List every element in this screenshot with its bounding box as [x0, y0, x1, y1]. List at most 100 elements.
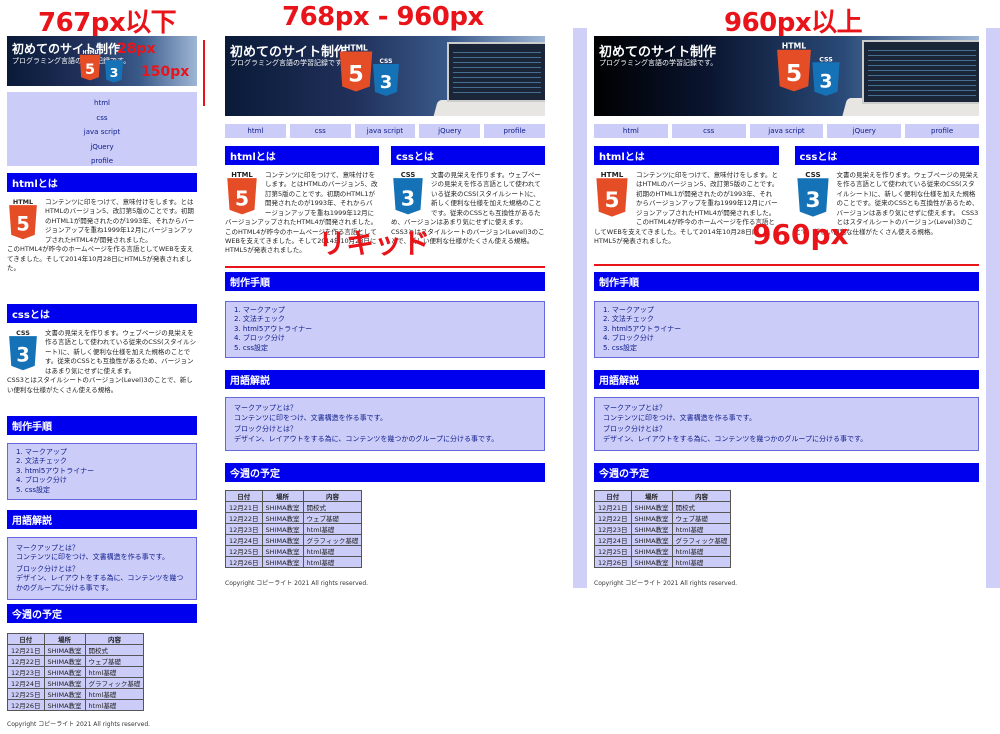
- nav-item-css[interactable]: css: [96, 113, 108, 122]
- steps-heading: 制作手順: [594, 272, 979, 291]
- css-section: cssとは CSS 3 文書の見栄えを作ります。ウェブページの見栄えを作る言語と…: [7, 304, 197, 395]
- steps-section: 制作手順 1. マークアップ 2. 文法チェック 3. html5アウトライナー…: [7, 416, 197, 501]
- nav-item-jquery[interactable]: jQuery: [419, 124, 481, 138]
- step-item: 1. マークアップ: [603, 306, 654, 314]
- step-item: 5. css設定: [16, 485, 51, 494]
- step-item: 5. css設定: [603, 343, 638, 352]
- intro-row: htmlとは HTML 5 コンテンツに印をつけて、意味付けをします。とはHTM…: [594, 146, 979, 264]
- css3-logo-icon: CSS 3: [812, 56, 840, 96]
- svg-text:5: 5: [16, 213, 29, 236]
- medium-layout: 初めてのサイト制作 プログラミング言語の学習記録です。 HTML 5 CSS 3…: [225, 36, 545, 587]
- col-content: 内容: [84, 633, 145, 645]
- html-text-1: コンテンツに印をつけて、意味付けをします。とはHTMLのバージョン5、改訂第5版…: [45, 198, 195, 244]
- step-item: 1. マークアップ: [234, 306, 285, 314]
- glossary-term: ブロック分けとは？: [603, 425, 666, 434]
- html-text-2: このHTML4が昨今のホームページを作る言語としてWEBを支えてきました。そして…: [594, 218, 775, 245]
- glossary-box: マークアップとは？ コンテンツに印をつけ、文書構造を作る事です。 ブロック分けと…: [225, 397, 545, 451]
- nav-item-profile[interactable]: profile: [905, 124, 979, 138]
- html5-icon: HTML 5: [227, 171, 257, 215]
- nav-item-profile[interactable]: profile: [484, 124, 545, 138]
- breakpoint-medium-label: 768px - 960px: [282, 2, 484, 32]
- glossary-def: コンテンツに印をつけ、文書構造を作る事です。: [16, 553, 169, 562]
- nav-item-jquery[interactable]: jQuery: [90, 142, 114, 151]
- copyright: Copyright コピーライト 2021 All rights reserve…: [594, 579, 738, 587]
- html5-logo-icon: HTML 5: [339, 44, 373, 92]
- site-header: 初めてのサイト制作 プログラミング言語の学習記録です。 HTML 5 CSS 3: [225, 36, 545, 116]
- nav-item-html[interactable]: html: [594, 124, 668, 138]
- page-margin-left: [573, 28, 587, 588]
- svg-text:CSS: CSS: [401, 171, 416, 179]
- glossary-term: マークアップとは？: [234, 404, 297, 413]
- svg-text:HTML: HTML: [782, 42, 807, 51]
- glossary-def: コンテンツに印をつけ、文書構造を作る事です。: [603, 413, 756, 422]
- svg-text:CSS: CSS: [805, 171, 820, 179]
- glossary-term: ブロック分けとは？: [16, 564, 79, 573]
- nav-item-css[interactable]: css: [289, 124, 351, 138]
- html-text-2: このHTML4が昨今のホームページを作る言語としてWEBを支えてきました。そして…: [225, 227, 377, 255]
- site-header: 初めてのサイト制作 プログラミング言語の学習記録です。 HTML 5 CSS 3: [594, 36, 979, 116]
- glossary-def: デザイン、レイアウトをする為に、コンテンツを幾つかのグループに分ける事です。: [234, 434, 499, 443]
- css-text-2: CSS3とはスタイルシートのバージョン(Level)3のことで、新しい便利な仕様…: [794, 208, 979, 236]
- css-text-2: CSS3とはスタイルシートのバージョン(Level)3のことで、新しい便利な仕様…: [7, 376, 193, 394]
- glossary-section: 用語解説 マークアップとは？ コンテンツに印をつけ、文書構造を作る事です。 ブロ…: [7, 510, 197, 601]
- svg-text:5: 5: [786, 59, 802, 87]
- schedule-heading: 今週の予定: [594, 462, 979, 482]
- steps-list: 1. マークアップ 2. 文法チェック 3. html5アウトライナー 4. ブ…: [7, 443, 197, 501]
- svg-text:HTML: HTML: [344, 44, 368, 52]
- glossary-heading: 用語解説: [7, 510, 197, 529]
- schedule-heading: 今週の予定: [7, 604, 197, 623]
- nav-item-html[interactable]: html: [225, 124, 286, 138]
- fixed-width-line: [594, 264, 979, 266]
- css-text-2: CSS3とはスタイルシートのバージョン(Level)3のことで、新しい便利な仕様…: [391, 227, 545, 245]
- glossary-def: コンテンツに印をつけ、文書構造を作る事です。: [234, 413, 387, 422]
- svg-text:HTML: HTML: [601, 171, 624, 179]
- steps-section: 制作手順 1. マークアップ 2. 文法チェック 3. html5アウトライナー…: [225, 272, 545, 359]
- steps-heading: 制作手順: [225, 272, 545, 291]
- breakpoint-large-label: 960px以上: [724, 8, 863, 38]
- html5-icon: HTML 5: [596, 171, 628, 217]
- glossary-box: マークアップとは？ コンテンツに印をつけ、文書構造を作る事です。 ブロック分けと…: [594, 397, 979, 451]
- css3-icon: CSS 3: [9, 329, 37, 371]
- site-title: 初めてのサイト制作: [599, 45, 717, 60]
- svg-text:3: 3: [380, 72, 393, 93]
- nav-item-javascript[interactable]: java script: [749, 124, 824, 138]
- nav-item-jquery[interactable]: jQuery: [827, 124, 902, 138]
- glossary-section: 用語解説 マークアップとは？ コンテンツに印をつけ、文書構造を作る事です。 ブロ…: [225, 370, 545, 451]
- site-subtitle: プログラミング言語の学習記録です。: [12, 57, 131, 65]
- vertical-nav: html css java script jQuery profile: [7, 92, 197, 166]
- height-150-label: 150px: [141, 64, 190, 80]
- nav-item-html[interactable]: html: [94, 99, 110, 107]
- glossary-heading: 用語解説: [225, 370, 545, 390]
- small-layout: 初めてのサイト制作 プログラミング言語の学習記録です。 HTML 5 3 28p…: [7, 36, 197, 728]
- height-marker-line: [203, 40, 205, 106]
- svg-text:3: 3: [805, 188, 820, 213]
- step-item: 1. マークアップ: [16, 448, 67, 456]
- html-section: htmlとは HTML 5 コンテンツに印をつけて、意味付けをします。とはHTM…: [225, 146, 379, 264]
- nav-item-profile[interactable]: profile: [90, 157, 114, 165]
- steps-section: 制作手順 1. マークアップ 2. 文法チェック 3. html5アウトライナー…: [594, 272, 979, 359]
- css-heading: cssとは: [7, 304, 197, 323]
- site-subtitle: プログラミング言語の学習記録です。: [230, 59, 349, 67]
- steps-list: 1. マークアップ 2. 文法チェック 3. html5アウトライナー 4. ブ…: [594, 301, 979, 359]
- html-heading: htmlとは: [225, 146, 379, 165]
- nav-item-css[interactable]: css: [671, 124, 746, 138]
- liquid-width-line: [225, 266, 545, 268]
- html5-logo-icon: HTML 5: [79, 50, 101, 81]
- nav-item-javascript[interactable]: java script: [83, 128, 121, 136]
- svg-text:3: 3: [401, 186, 415, 210]
- html-section: htmlとは HTML 5 コンテンツに印をつけて、意味付けをします。とはHTM…: [7, 173, 197, 273]
- nav-item-javascript[interactable]: java script: [354, 124, 416, 138]
- step-item: 3. html5アウトライナー: [16, 466, 95, 475]
- css-heading: cssとは: [794, 146, 979, 165]
- svg-text:CSS: CSS: [819, 56, 833, 63]
